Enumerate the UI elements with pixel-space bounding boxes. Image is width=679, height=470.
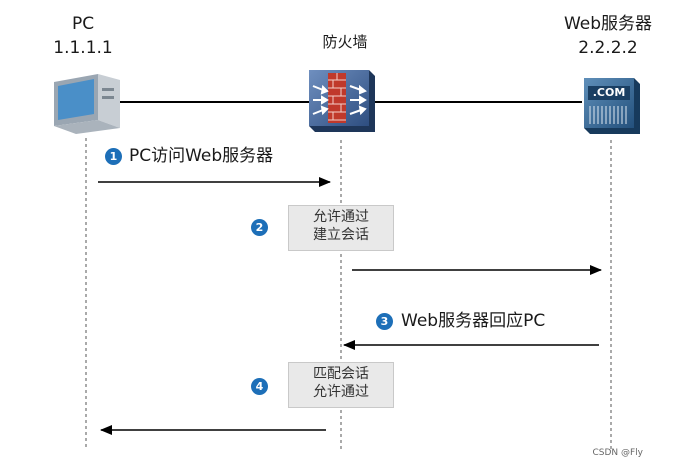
server-ip-label: 2.2.2.2 <box>578 38 638 58</box>
server-com-badge: .COM <box>592 86 626 99</box>
server-icon <box>584 78 640 134</box>
step-2-action-box: 允许通过 建立会话 <box>288 205 394 251</box>
server-name-label: Web服务器 <box>563 14 653 34</box>
step-4-badge: 4 <box>251 378 268 395</box>
step-2-line-1: 允许通过 <box>313 209 369 225</box>
firewall-icon <box>309 70 375 132</box>
step-4-line-1: 匹配会话 <box>313 366 369 382</box>
step-3-label: Web服务器回应PC <box>401 311 546 331</box>
step-4-action-box: 匹配会话 允许通过 <box>288 362 394 408</box>
step-2-badge: 2 <box>251 219 268 236</box>
step-2-line-2: 建立会话 <box>313 227 369 243</box>
step-4-line-2: 允许通过 <box>313 384 369 400</box>
step-1-label: PC访问Web服务器 <box>129 146 274 166</box>
step-3-badge: 3 <box>376 313 393 330</box>
pc-name-label: PC <box>71 14 95 34</box>
firewall-name-label: 防火墙 <box>322 33 368 51</box>
step-1-badge: 1 <box>105 148 122 165</box>
watermark: CSDN @Fly <box>592 448 643 458</box>
pc-computer-icon <box>54 74 120 134</box>
pc-ip-label: 1.1.1.1 <box>53 38 113 58</box>
